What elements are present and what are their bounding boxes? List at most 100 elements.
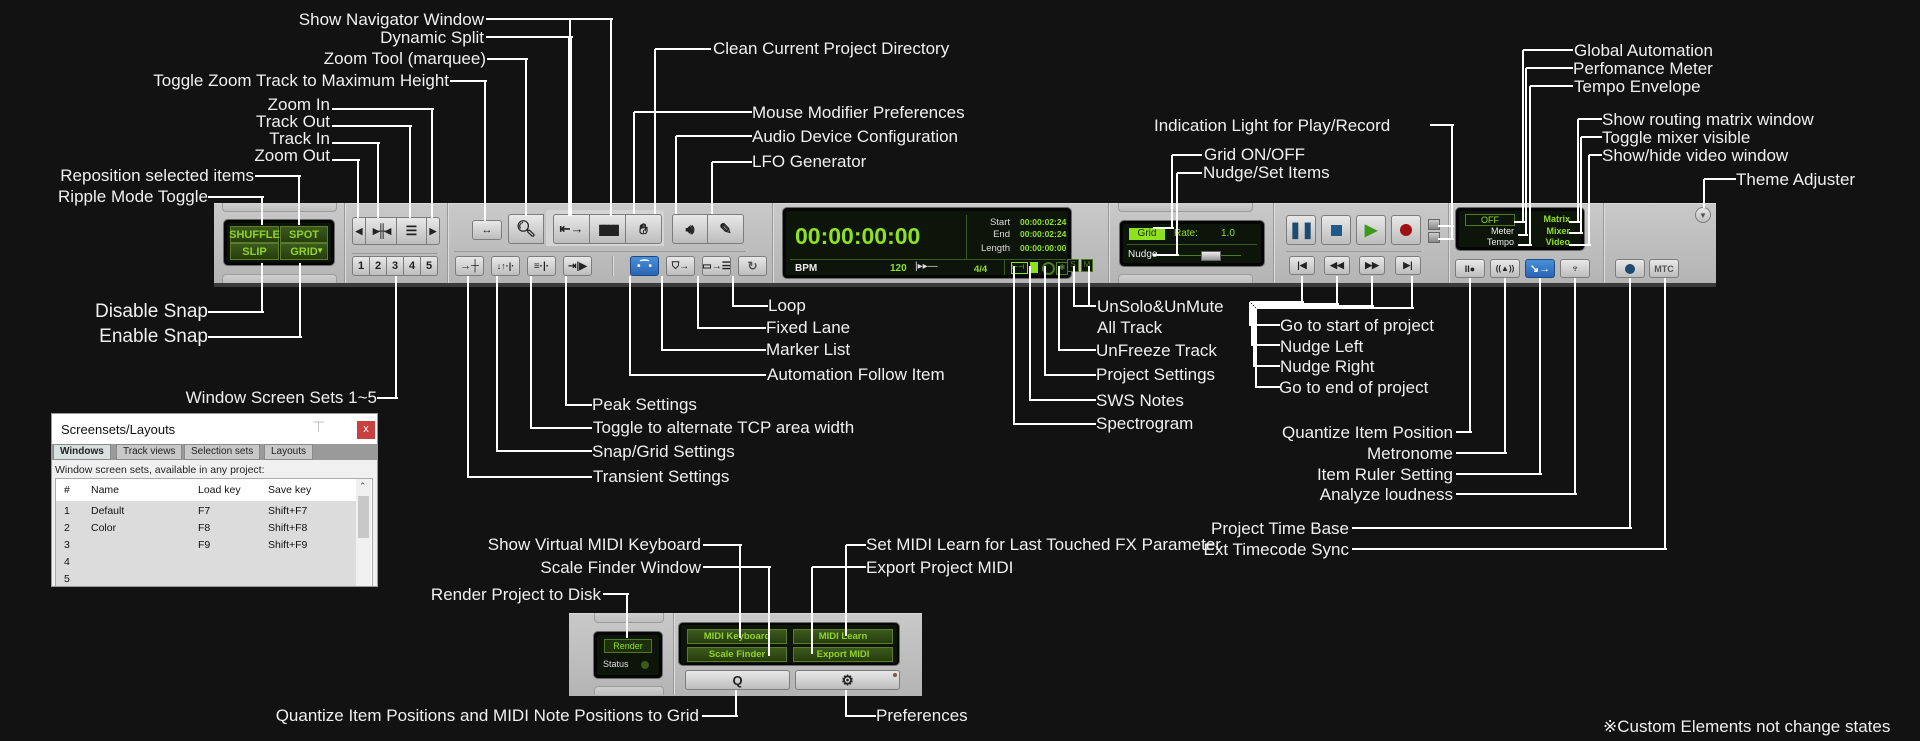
- scrollbar[interactable]: ⌃: [356, 479, 371, 586]
- fixed-lane-button[interactable]: ▭→☰: [702, 256, 731, 276]
- end-label: End: [993, 229, 1010, 240]
- window-title-bar[interactable]: Screensets/Layouts ⊤ x: [52, 414, 377, 444]
- rate-value[interactable]: 1.0: [1221, 228, 1235, 239]
- nudge-right-button[interactable]: ▶▶: [1359, 256, 1385, 275]
- column-header-load-key[interactable]: Load key: [198, 484, 241, 496]
- render-button[interactable]: Render: [604, 639, 652, 653]
- zoom-tool-button[interactable]: 🔍︎: [508, 214, 544, 244]
- peak-settings-button[interactable]: ⇥|▶: [563, 256, 592, 276]
- grid-mode-button[interactable]: GRID ▼: [280, 243, 328, 260]
- screen-set-3-button[interactable]: 3: [386, 256, 404, 276]
- time-signature[interactable]: 4/4: [974, 264, 988, 275]
- scroll-up-icon[interactable]: ⌃: [359, 481, 367, 491]
- track-out-button[interactable]: ☰: [396, 217, 427, 245]
- label-transient: Transient Settings: [593, 467, 730, 486]
- triangle-right-icon: ▶: [429, 225, 437, 236]
- metronome-button[interactable]: ((▲)): [1490, 259, 1520, 278]
- tab-track-views[interactable]: Track views: [116, 444, 183, 460]
- item-ruler-button[interactable]: ↘→: [1525, 259, 1555, 278]
- slip-button[interactable]: SLIP: [230, 243, 279, 260]
- toggle-zoom-track-button[interactable]: ↔: [472, 220, 502, 240]
- end-value[interactable]: 00:00:02:24: [1020, 229, 1067, 239]
- quantize-grid-button[interactable]: Q: [685, 670, 790, 690]
- navigator-button[interactable]: ▮▮▮▮: [589, 214, 626, 244]
- close-button[interactable]: x: [357, 421, 375, 439]
- spectrogram-icon[interactable]: ⊢⊣: [1011, 262, 1028, 274]
- routing-matrix-button[interactable]: Matrix: [1543, 214, 1570, 224]
- tap-tempo-icon[interactable]: |▸▸—: [915, 261, 938, 272]
- stop-button[interactable]: [1321, 215, 1351, 245]
- length-value[interactable]: 00:00:00:00: [1020, 243, 1067, 253]
- global-automation-button[interactable]: OFF: [1465, 214, 1515, 226]
- column-header-save-key[interactable]: Save key: [268, 484, 312, 496]
- shuffle-button[interactable]: SHUFFLE: [229, 226, 280, 243]
- dynamic-split-button[interactable]: ⇤→: [553, 214, 590, 244]
- record-button[interactable]: [1391, 215, 1421, 245]
- table-row[interactable]: 4: [56, 556, 356, 573]
- tcp-width-button[interactable]: ≡·|·: [527, 256, 556, 276]
- screen-set-5-button[interactable]: 5: [420, 256, 438, 276]
- column-header-name[interactable]: Name: [91, 484, 120, 496]
- project-time-base-button[interactable]: [1615, 259, 1645, 278]
- export-midi-button[interactable]: Export MIDI: [793, 647, 893, 662]
- spot-button[interactable]: SPOT: [280, 226, 328, 243]
- audio-device-button[interactable]: 🔊︎: [672, 214, 708, 244]
- performance-meter-button[interactable]: Meter: [1490, 226, 1514, 236]
- screen-set-2-button[interactable]: 2: [369, 256, 387, 276]
- nudge-left-button[interactable]: ◀◀: [1324, 256, 1350, 275]
- preferences-button[interactable]: ⚙: [795, 670, 900, 690]
- loop-button[interactable]: ↻: [738, 256, 767, 276]
- clean-project-button[interactable]: ✋︎: [625, 214, 662, 244]
- scale-finder-button[interactable]: Scale Finder: [687, 647, 787, 662]
- cell-save: Shift+F7: [268, 505, 308, 517]
- project-settings-icon[interactable]: [1042, 262, 1055, 275]
- divider: [344, 203, 345, 283]
- analyze-loudness-button[interactable]: ♆: [1560, 259, 1590, 278]
- track-in-button[interactable]: ▸╫◂: [365, 217, 397, 245]
- quantize-item-button[interactable]: II●: [1455, 259, 1485, 278]
- bpm-value[interactable]: 120: [890, 263, 907, 274]
- nudge-slider-handle[interactable]: [1201, 251, 1221, 261]
- scrollbar-thumb[interactable]: [358, 496, 369, 538]
- leader-line-segment: [261, 263, 263, 313]
- table-row[interactable]: 5: [56, 573, 356, 586]
- sws-notes-icon[interactable]: [1030, 262, 1038, 273]
- automation-follow-button[interactable]: •⁀•: [630, 256, 659, 276]
- marker-list-button[interactable]: ⛉→: [666, 256, 695, 276]
- transient-settings-button[interactable]: →┼: [455, 256, 484, 276]
- mute-icon[interactable]: M: [1081, 259, 1093, 272]
- go-to-start-button[interactable]: |◀: [1289, 256, 1315, 275]
- play-button[interactable]: ▶: [1356, 215, 1386, 245]
- midi-learn-button[interactable]: MIDI Learn: [793, 629, 893, 644]
- label-quantize-pos: Quantize Item Position: [1281, 423, 1453, 442]
- theme-adjuster-button[interactable]: ▼: [1695, 207, 1711, 223]
- lfo-generator-button[interactable]: ✎: [707, 214, 744, 244]
- tab-layouts[interactable]: Layouts: [264, 444, 314, 460]
- start-value[interactable]: 00:00:02:24: [1020, 217, 1067, 227]
- tab-windows[interactable]: Windows: [53, 444, 111, 460]
- pin-icon[interactable]: ⊤: [312, 419, 326, 436]
- mixer-button[interactable]: Mixer: [1546, 226, 1570, 236]
- leader-line-segment: [1256, 386, 1280, 388]
- time-display[interactable]: 00:00:00:00: [795, 223, 921, 249]
- video-button[interactable]: Video: [1545, 237, 1570, 247]
- snap-grid-settings-button[interactable]: ↓↑·|·: [491, 256, 520, 276]
- tempo-envelope-button[interactable]: Tempo: [1486, 237, 1514, 247]
- mtc-button[interactable]: MTC: [1649, 259, 1679, 278]
- zoom-in-button[interactable]: ▶: [426, 217, 440, 245]
- go-to-end-button[interactable]: ▶|: [1395, 256, 1421, 275]
- column-header-number[interactable]: #: [64, 484, 70, 496]
- label-track-in: Track In: [269, 129, 330, 148]
- pause-button[interactable]: ❚❚: [1286, 215, 1316, 245]
- grid-toggle-button[interactable]: Grid: [1129, 228, 1165, 240]
- screen-set-4-button[interactable]: 4: [403, 256, 421, 276]
- leader-line-segment: [634, 111, 752, 113]
- label-zoom-out: Zoom Out: [254, 146, 330, 165]
- screen-set-1-button[interactable]: 1: [352, 256, 370, 276]
- zoom-out-button[interactable]: ◀: [352, 217, 366, 245]
- tab-selection-sets[interactable]: Selection sets: [184, 444, 261, 460]
- midi-keyboard-button[interactable]: MIDI Keyboard: [687, 629, 787, 644]
